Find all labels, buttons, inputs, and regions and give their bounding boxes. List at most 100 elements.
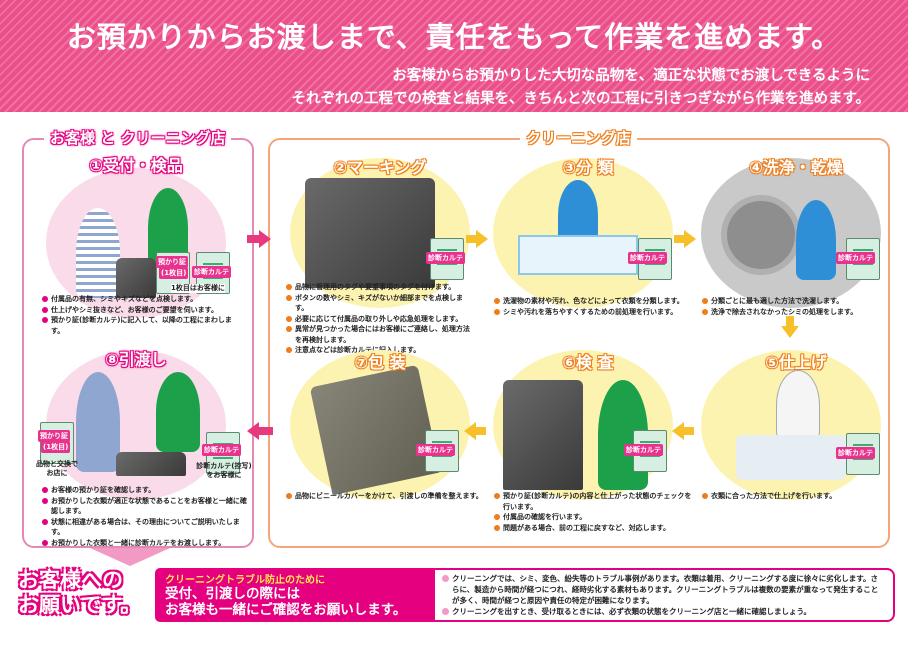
flow-arrow-stem	[674, 235, 684, 243]
step-title: ⑧引渡し	[105, 350, 167, 369]
section-label-customer-shop: お客様 と クリーニング店	[44, 127, 232, 148]
banner-line-1: 受付、引渡しの際には	[165, 586, 300, 602]
karte-tag: 診断カルテ	[192, 266, 231, 278]
bullet: お預かりした衣類が適正な状態であることをお客様と一緒に確認します。	[42, 496, 247, 517]
staff-figure	[156, 372, 200, 452]
flow-arrow-right-icon	[259, 230, 271, 248]
banner-top: クリーニングトラブル防止のために	[165, 575, 325, 586]
bullet: 付属品の有無、シミやキズなどを点検します。	[42, 294, 242, 305]
receipt-sheet-tag: (1枚目)	[41, 441, 71, 453]
flow-arrow-left-icon	[464, 422, 476, 440]
step-bullets: 品物に管理用のタグや要望事項のタグを付けます。 ボタンの数やシミ、キズがないか細…	[286, 282, 476, 356]
step-title: ①受付・検品	[89, 156, 183, 175]
flow-arrow-right-icon	[684, 230, 696, 248]
step-title: ⑥検 査	[562, 353, 614, 372]
banner-line-2: お客様も一緒にご確認をお願いします。	[165, 602, 407, 618]
bullet: 仕上げやシミ抜きなど、お客様のご要望を伺います。	[42, 305, 242, 316]
karte-tag: 診断カルテ	[836, 252, 875, 264]
trouble-prevention-banner: クリーニングトラブル防止のために 受付、引渡しの際には お客様も一緒にご確認をお…	[155, 568, 435, 622]
receipt-note: 品物と交換でお店に	[36, 460, 78, 477]
step-title: ⑦包 装	[354, 353, 406, 372]
ironing-board	[736, 435, 846, 480]
jacket-icon	[305, 178, 435, 288]
header-banner: お預かりからお渡しまで、責任をもって作業を進めます。 お客様からお預かりした大切…	[0, 0, 908, 112]
karte-copy-note: 診断カルテ(控写)をお客様に	[196, 462, 252, 479]
flow-arrow-down-icon	[781, 326, 799, 338]
cleaning-shop-section: クリーニング店	[268, 127, 890, 548]
flow-arrow-right-icon	[476, 230, 488, 248]
jacket-icon	[503, 380, 583, 490]
step-4-washing: ④洗浄・乾燥 診断カルテ 分類ごとに最も適した方法で洗濯します。 洗浄で除去され…	[696, 150, 896, 345]
karte-tag: 診断カルテ	[202, 444, 241, 456]
notes-box: クリーニングでは、シミ、変色、紛失等のトラブル事例があります。衣類は着用、クリー…	[432, 568, 895, 622]
note-item: クリーニングを出すとき、受け取るときには、必ず衣類の状態をクリーニング店と一緒に…	[442, 606, 885, 617]
ask-line-2: お願いです。	[18, 593, 142, 617]
worker-figure	[776, 370, 820, 440]
step-title: ④洗浄・乾燥	[749, 158, 843, 177]
bullet: 衣類に合った方法で仕上げを行います。	[702, 491, 902, 502]
step-bullets: 分類ごとに最も適した方法で洗濯します。 洗浄で除去されなかったシミの処理をします…	[702, 296, 902, 317]
bullet: お客様の預かり証を確認します。	[42, 485, 247, 496]
ask-line-1: お客様への	[18, 568, 123, 592]
flow-arrow-stem	[684, 427, 694, 435]
step-title: ③分 類	[562, 158, 614, 177]
bullet: 問題がある場合、前の工程に戻すなど、対応します。	[494, 523, 694, 534]
bullet: 洗浄で除去されなかったシミの処理をします。	[702, 307, 902, 318]
step-5-finishing: ⑤仕上げ 診断カルテ 衣類に合った方法で仕上げを行います。	[696, 345, 896, 540]
covered-jacket-icon	[309, 364, 441, 496]
customer-and-shop-section: お客様 と クリーニング店	[22, 127, 254, 548]
receipt-tag: 預かり証	[156, 256, 188, 268]
washing-machine-drum	[721, 195, 801, 275]
step-8-handover: ⑧引渡し 預かり証 (1枚目) 品物と交換でお店に 診断カルテ 診断カルテ(控写…	[36, 342, 252, 547]
bullet: ボタンの数やシミ、キズがないか細部までを点検します。	[286, 293, 476, 314]
flow-arrow-left-icon	[247, 422, 259, 440]
step-bullets: お客様の預かり証を確認します。 お預かりした衣類が適正な状態であることをお客様と…	[42, 485, 247, 548]
first-sheet-note: 1枚目はお客様に	[171, 284, 225, 293]
receipt-tag: 預かり証	[38, 430, 70, 442]
note-item: クリーニングでは、シミ、変色、紛失等のトラブル事例があります。衣類は着用、クリー…	[442, 573, 885, 606]
section-label-shop: クリーニング店	[520, 127, 638, 148]
step-7-packaging: ⑦包 装 診断カルテ 品物にビニールカバーをかけて、引渡しの準備を整えます。	[280, 345, 483, 540]
bullet: 異常が見つかった場合にはお客様にご連絡し、処理方法を再検討します。	[286, 324, 476, 345]
customer-figure	[76, 208, 120, 298]
down-arrow-icon	[90, 548, 170, 566]
flow-arrow-stem	[476, 427, 486, 435]
step-3-sorting: ③分 類 診断カルテ 洗濯物の素材や汚れ、色などによって衣類を分類します。 シミ…	[488, 150, 688, 345]
subtitle-line-2: それぞれの工程での検査と結果を、きちんと次の工程に引きつぎながら作業を進めます。	[291, 91, 870, 107]
flow-arrow-stem	[786, 316, 794, 326]
step-bullets: 衣類に合った方法で仕上げを行います。	[702, 491, 902, 502]
karte-tag: 診断カルテ	[426, 252, 465, 264]
garment-icon	[116, 258, 156, 298]
subtitle-line-1: お客様からお預かりした大切な品物を、適正な状態でお渡しできるように	[392, 68, 870, 84]
bullet: 必要に応じて付属品の取り外しや応急処理をします。	[286, 314, 476, 325]
bullet: 預かり証(診断カルテ)に記入して、以降の工程にまわします。	[42, 315, 242, 336]
customer-figure	[76, 372, 120, 472]
flow-arrow-stem	[247, 235, 261, 243]
garment-icon	[116, 452, 186, 476]
karte-tag: 診断カルテ	[416, 444, 455, 456]
sorting-bins	[518, 235, 638, 275]
bullet: 預かり証(診断カルテ)の内容と仕上がった状態のチェックを行います。	[494, 491, 694, 512]
bullet: シミや汚れを落ちやすくするための前処理を行います。	[494, 307, 694, 318]
flow-arrow-stem	[259, 427, 273, 435]
step-bullets: 預かり証(診断カルテ)の内容と仕上がった状態のチェックを行います。 付属品の確認…	[494, 491, 694, 533]
karte-tag: 診断カルテ	[628, 252, 667, 264]
bullet: 品物にビニールカバーをかけて、引渡しの準備を整えます。	[286, 491, 486, 502]
worker-figure	[796, 200, 836, 280]
step-title: ⑤仕上げ	[765, 353, 827, 372]
step-bullets: 品物にビニールカバーをかけて、引渡しの準備を整えます。	[286, 491, 486, 502]
flow-arrow-stem	[466, 235, 476, 243]
karte-tag: 診断カルテ	[624, 444, 663, 456]
page-title: お預かりからお渡しまで、責任をもって作業を進めます。	[66, 20, 842, 54]
bullet: 分類ごとに最も適した方法で洗濯します。	[702, 296, 902, 307]
receipt-sheet-tag: (1枚目)	[159, 267, 189, 279]
step-1-reception: ①受付・検品 預かり証 (1枚目) 診断カルテ 1枚目はお客様に 付属品の有無、…	[36, 148, 236, 343]
flow-arrow-left-icon	[672, 422, 684, 440]
bullet: 付属品の確認を行います。	[494, 512, 694, 523]
step-6-inspection: ⑥検 査 診断カルテ 預かり証(診断カルテ)の内容と仕上がった状態のチェックを行…	[488, 345, 691, 540]
bullet: 状態に相違がある場合は、その理由についてご説明いたします。	[42, 517, 247, 538]
step-bullets: 洗濯物の素材や汚れ、色などによって衣類を分類します。 シミや汚れを落ちやすくする…	[494, 296, 694, 317]
step-bullets: 付属品の有無、シミやキズなどを点検します。 仕上げやシミ抜きなど、お客様のご要望…	[42, 294, 242, 336]
bullet: 注意点などは診断カルテに記入します。	[286, 345, 476, 356]
customer-request-heading: お客様への お願いです。	[18, 568, 141, 618]
